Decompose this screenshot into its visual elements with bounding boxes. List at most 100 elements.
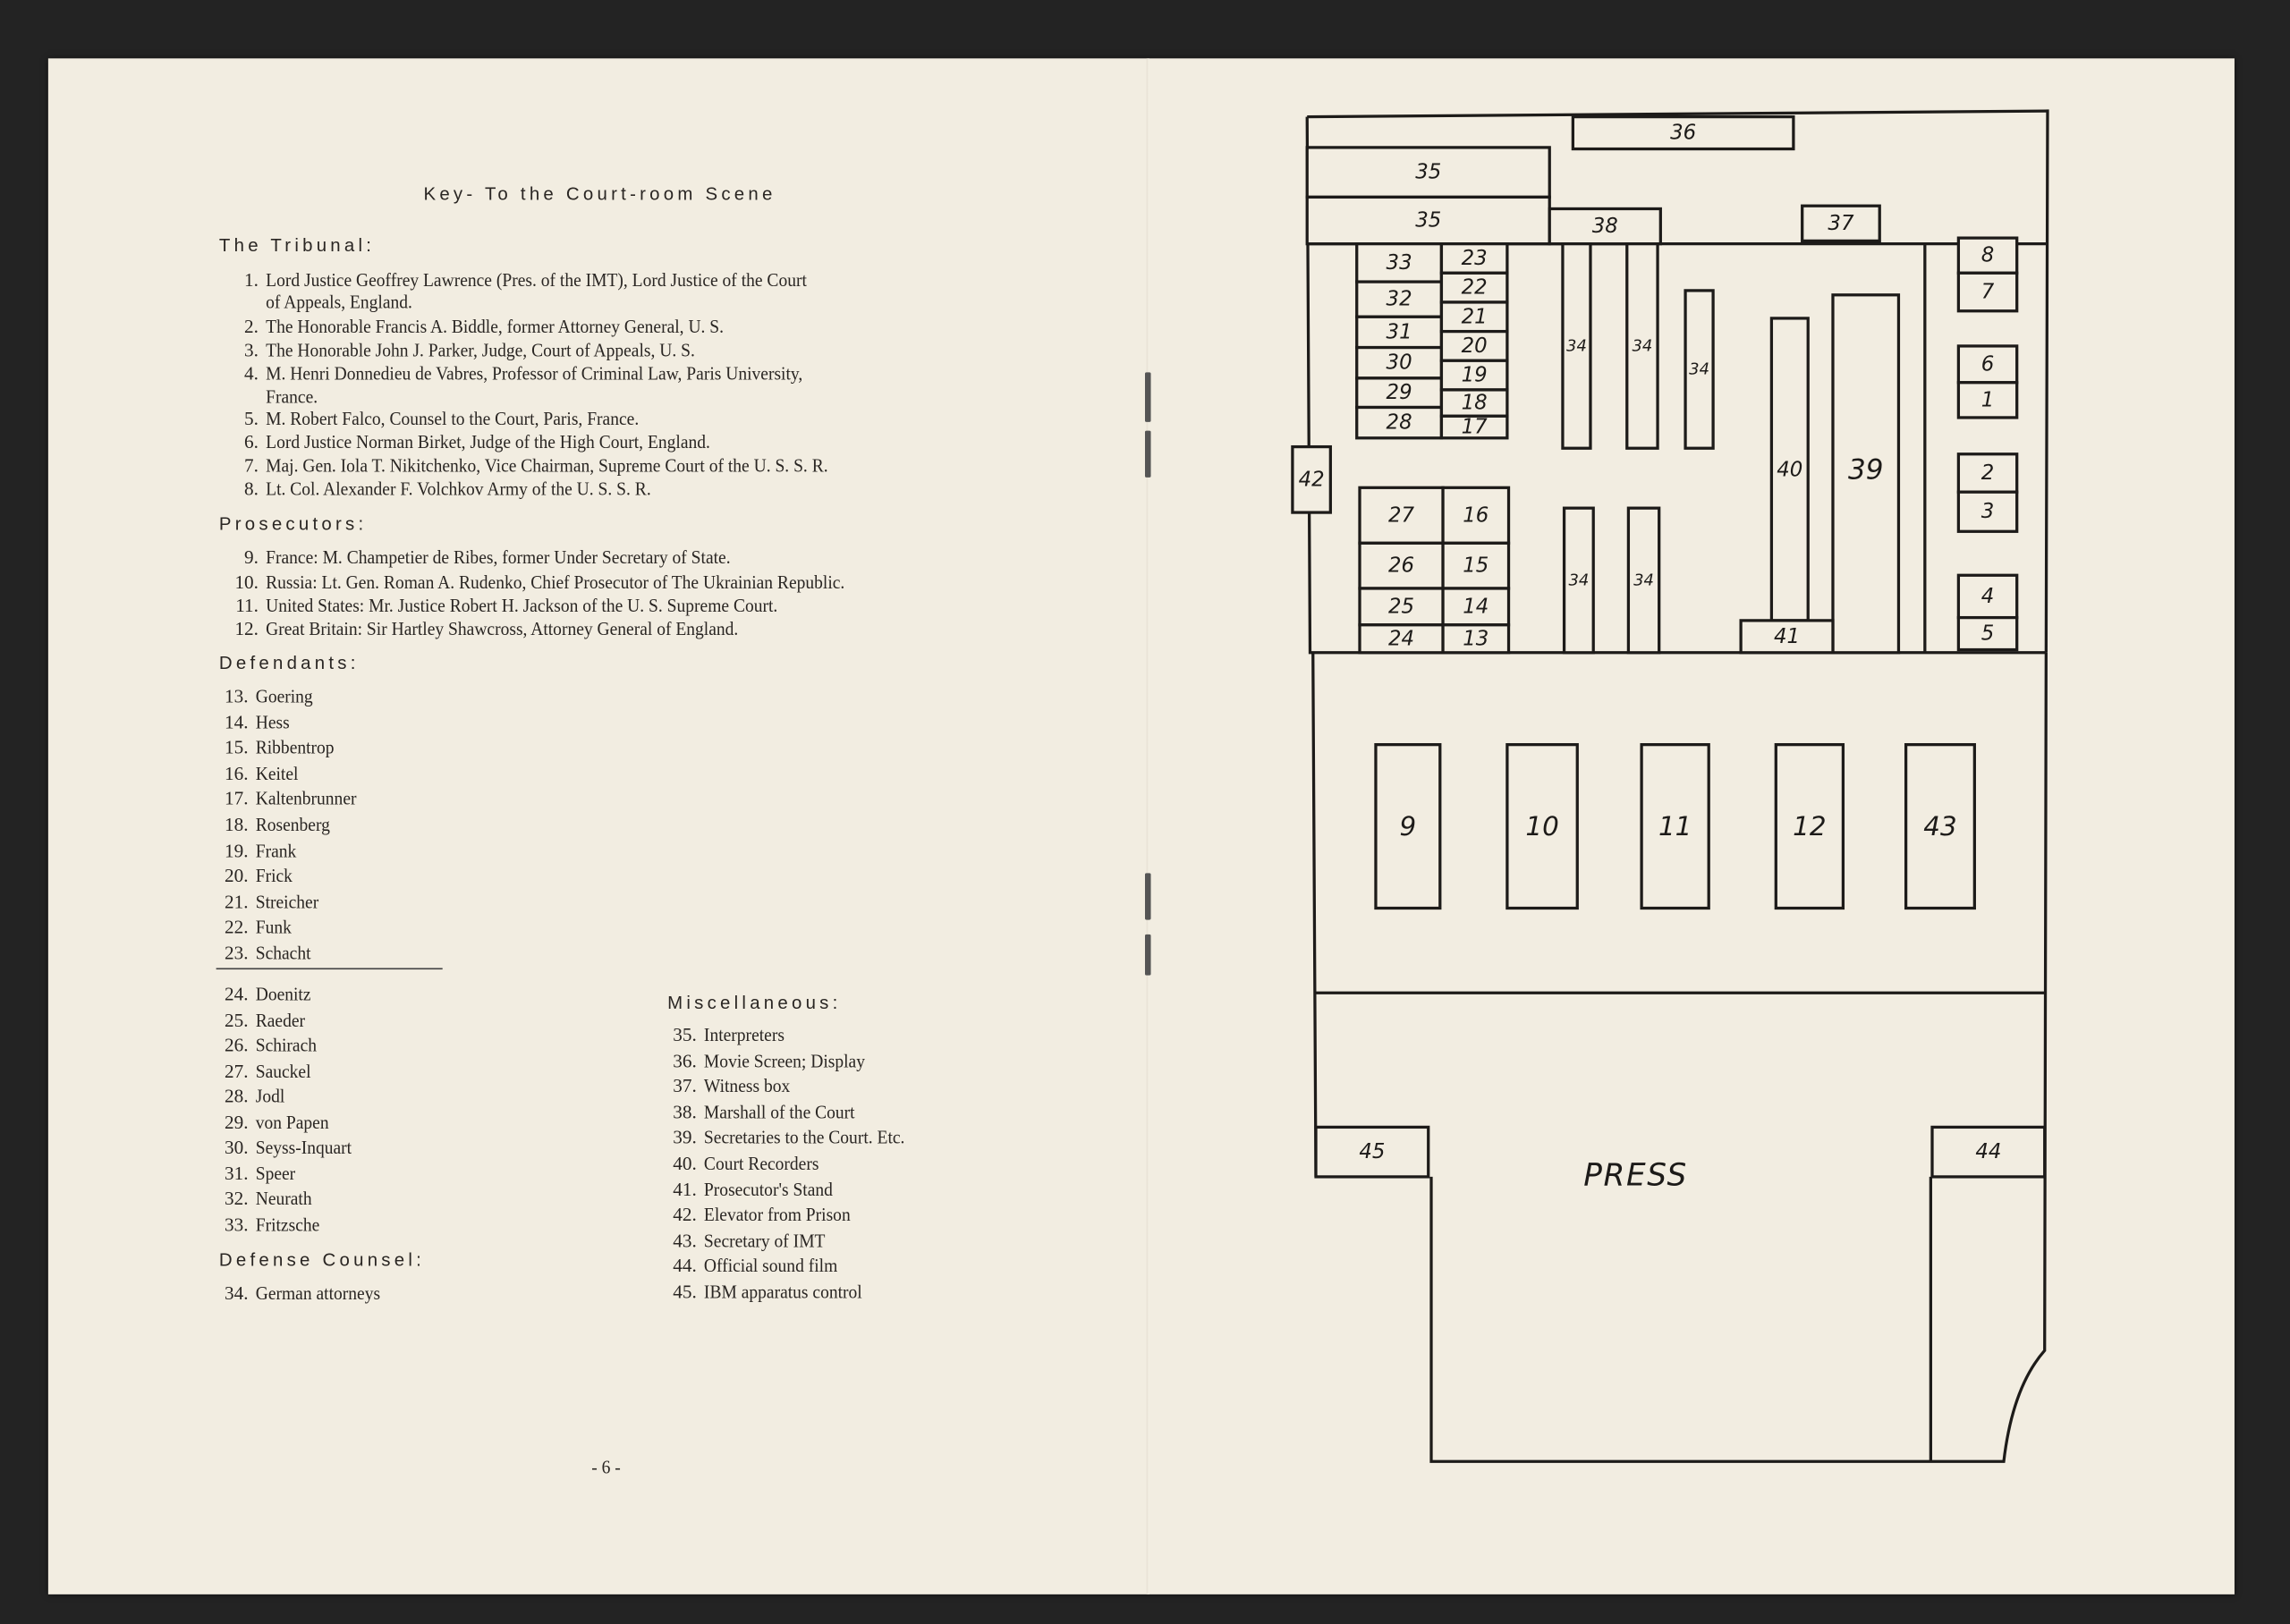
page-title: Key- To the Court-room Scene	[423, 183, 776, 205]
item-text: France.	[266, 385, 318, 408]
item-text: Hess	[255, 710, 290, 732]
item-number: 22.	[225, 916, 249, 938]
area-box	[1956, 344, 2019, 385]
item-text: Frick	[255, 864, 293, 887]
item-text: Schirach	[255, 1033, 318, 1056]
area-44: 44	[1930, 1125, 2047, 1179]
item-number: 4.	[244, 361, 259, 385]
area-label: 35	[1415, 161, 1441, 184]
area-2: 2	[1956, 453, 2019, 494]
area-8: 8	[1956, 236, 2019, 275]
item-number: 36.	[673, 1049, 697, 1071]
area-box	[1904, 743, 1976, 910]
area-28: 28	[1355, 405, 1444, 440]
area-label: 34	[1689, 360, 1709, 379]
item-number: 30.	[225, 1136, 249, 1158]
area-box	[1956, 236, 2019, 275]
item-text: Lord Justice Geoffrey Lawrence (Pres. of…	[266, 268, 807, 291]
item-text: Witness box	[703, 1074, 791, 1097]
divider	[216, 968, 443, 970]
area-box	[1956, 490, 2019, 533]
item-number: 12.	[234, 617, 259, 640]
item-text: Jodl	[255, 1085, 285, 1107]
area-label: 43	[1923, 811, 1956, 842]
area-box	[1956, 573, 2019, 620]
area-6: 6	[1956, 344, 2019, 385]
area-35: 35	[1305, 195, 1551, 246]
item-text: Seyss-Inquart	[255, 1136, 352, 1158]
item-text: Neurath	[255, 1187, 312, 1209]
item-text: Ribbentrop	[255, 736, 335, 758]
item-text: Lord Justice Norman Birket, Judge of the…	[266, 430, 710, 453]
defendants-heading: Defendants:	[218, 652, 360, 673]
area-24: 24	[1358, 623, 1445, 655]
area-label: 36	[1670, 122, 1696, 145]
item-text: Elevator from Prison	[703, 1203, 851, 1226]
area-19: 19	[1439, 359, 1509, 392]
item-text: Interpreters	[703, 1023, 785, 1045]
area-label: 11	[1658, 811, 1692, 842]
tribunal-heading: The Tribunal:	[218, 234, 376, 256]
item-text: United States: Mr. Justice Robert H. Jac…	[266, 594, 778, 616]
area-label: 41	[1774, 625, 1800, 648]
area-box	[1441, 587, 1511, 627]
item-text: Keitel	[255, 761, 299, 784]
area-label: 14	[1463, 595, 1488, 618]
area-7: 7	[1956, 271, 2019, 313]
area-11: 11	[1640, 743, 1710, 910]
item-number: 9.	[244, 546, 259, 569]
area-label: 34	[1633, 336, 1653, 355]
item-number: 10.	[234, 571, 259, 593]
area-label: 3	[1981, 500, 1995, 523]
area-22: 22	[1439, 271, 1509, 304]
area-label: 39	[1848, 454, 1883, 486]
item-number: 15.	[225, 736, 249, 758]
area-30: 30	[1355, 345, 1444, 380]
area-label: 26	[1388, 554, 1414, 578]
area-label: 28	[1387, 411, 1412, 435]
item-number: 38.	[673, 1100, 697, 1123]
area-box	[1625, 242, 1659, 450]
area-label: 19	[1462, 364, 1488, 387]
item-number: 26.	[225, 1033, 249, 1056]
area-box	[1439, 359, 1509, 392]
area-label: 31	[1387, 320, 1412, 343]
area-label: 1	[1981, 388, 1995, 411]
item-number: 7.	[244, 453, 259, 477]
area-42: 42	[1291, 444, 1332, 514]
item-text: Speer	[255, 1161, 296, 1184]
item-number: 21.	[225, 890, 249, 913]
item-text: Fritzsche	[255, 1212, 320, 1235]
area-17: 17	[1439, 414, 1509, 440]
area-label: 44	[1975, 1140, 2001, 1163]
area-5: 5	[1956, 615, 2019, 652]
area-label: 15	[1463, 554, 1488, 578]
area-label: 23	[1462, 247, 1488, 270]
item-text: of Appeals, England.	[266, 290, 412, 313]
item-number: 37.	[673, 1074, 697, 1097]
area-41: 41	[1739, 619, 1835, 655]
area-23: 23	[1439, 242, 1509, 275]
area-label: 5	[1981, 622, 1995, 646]
item-text: The Honorable John J. Parker, Judge, Cou…	[266, 338, 695, 361]
area-label: 9	[1400, 811, 1417, 842]
staple	[1144, 430, 1151, 478]
area-box	[1441, 623, 1511, 655]
item-text: Kaltenbrunner	[255, 787, 357, 810]
item-number: 44.	[673, 1255, 697, 1277]
item-text: Raeder	[255, 1008, 306, 1030]
item-number: 42.	[673, 1203, 697, 1226]
area-box	[1505, 743, 1579, 910]
area-34: 34	[1562, 506, 1595, 655]
area-34: 34	[1625, 242, 1659, 450]
area-label: 7	[1981, 281, 1995, 304]
area-9: 9	[1374, 743, 1442, 910]
area-label: 29	[1387, 381, 1412, 404]
item-number: 29.	[225, 1110, 249, 1133]
item-number: 13.	[225, 684, 249, 707]
area-36: 36	[1571, 114, 1795, 151]
area-label: 6	[1981, 352, 1995, 376]
area-label: 35	[1415, 209, 1441, 233]
item-number: 3.	[244, 338, 259, 361]
item-text: Funk	[255, 916, 292, 938]
